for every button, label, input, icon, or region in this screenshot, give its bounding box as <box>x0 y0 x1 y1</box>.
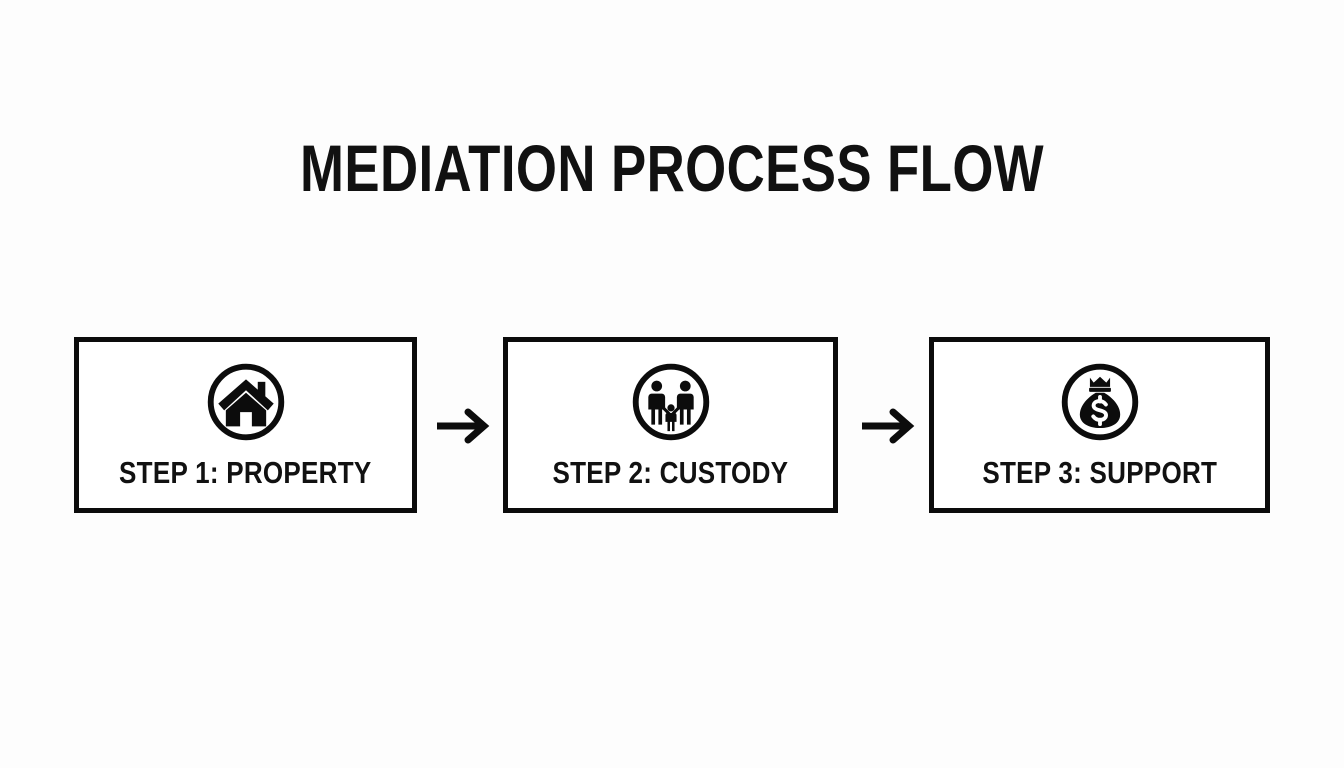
step-box-2[interactable]: STEP 2: CUSTODY <box>503 337 838 513</box>
step-box-3[interactable]: STEP 3: SUPPORT <box>929 337 1270 513</box>
step-label-3: STEP 3: SUPPORT <box>934 456 1265 490</box>
family-icon <box>508 360 833 444</box>
page-title: MEDIATION PROCESS FLOW <box>299 131 1045 205</box>
step-label-2-text: STEP 2: CUSTODY <box>552 455 789 490</box>
process-flow-diagram: STEP 1: PROPERTY <box>0 337 1344 513</box>
step-box-1[interactable]: STEP 1: PROPERTY <box>74 337 417 513</box>
step-label-1-text: STEP 1: PROPERTY <box>119 455 372 490</box>
house-icon <box>79 360 412 444</box>
money-bag-icon <box>934 360 1265 444</box>
arrow-right-icon <box>432 405 494 447</box>
step-label-2: STEP 2: CUSTODY <box>508 456 833 490</box>
step-label-3-text: STEP 3: SUPPORT <box>982 455 1217 490</box>
arrow-right-icon <box>857 405 919 447</box>
step-label-1: STEP 1: PROPERTY <box>79 456 412 490</box>
